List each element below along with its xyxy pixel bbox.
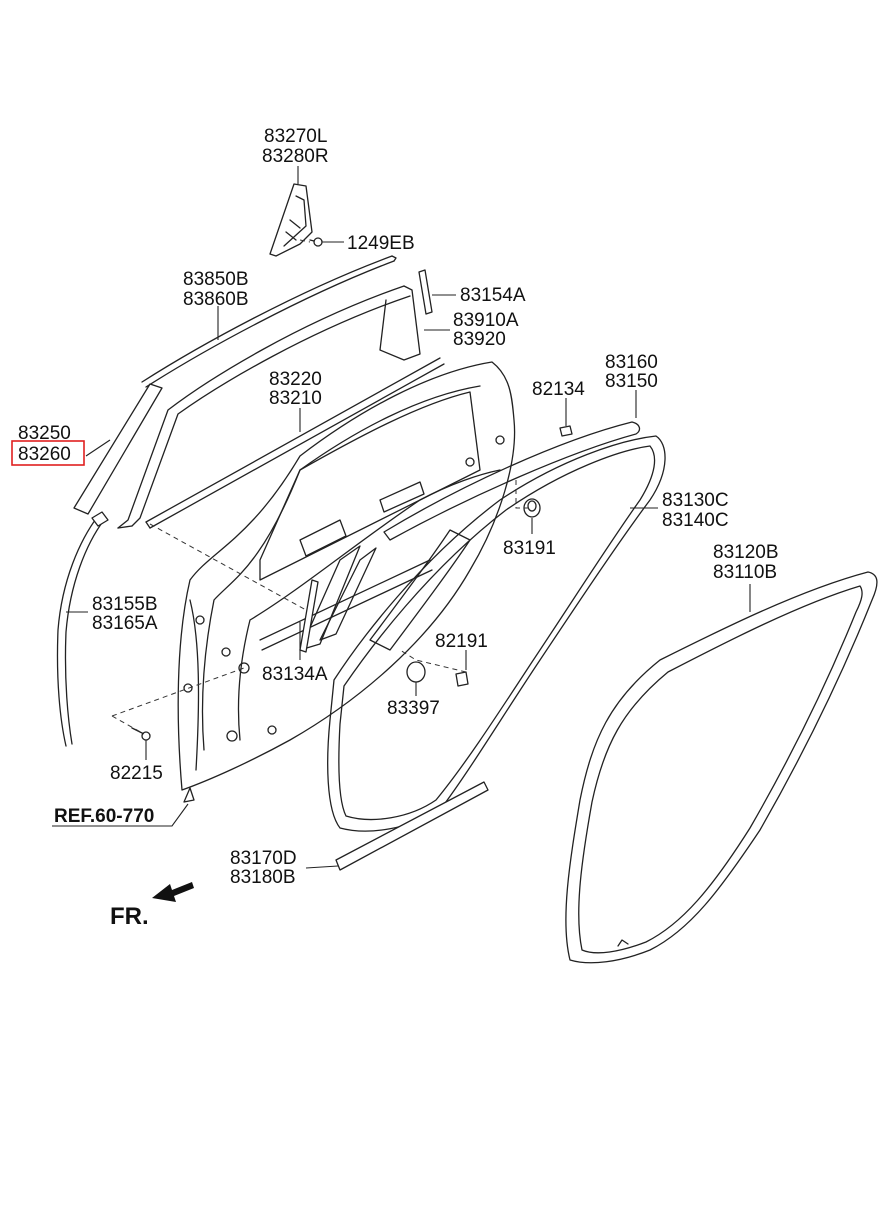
label-83850B[interactable]: 83850B [183,269,249,290]
belt-weatherstrip-part[interactable] [145,357,445,529]
label-83260[interactable]: 83260 [18,444,71,465]
label-83160[interactable]: 83160 [605,352,658,373]
channel-strip-83250-part[interactable] [73,383,163,515]
label-82215[interactable]: 82215 [110,763,163,784]
door-frame-channel-part[interactable] [117,285,421,529]
label-ref-60-770[interactable]: REF.60-770 [54,806,154,827]
label-83150[interactable]: 83150 [605,371,658,392]
label-82134[interactable]: 82134 [532,379,585,400]
sill-strip-part[interactable] [335,781,489,871]
body-weatherstrip-part[interactable] [565,571,878,964]
label-83270L[interactable]: 83270L [264,126,327,147]
label-83154A[interactable]: 83154A [460,285,526,306]
label-83110B[interactable]: 83110B [713,562,777,583]
door-panel-part[interactable] [177,361,516,791]
label-83165A[interactable]: 83165A [92,613,158,634]
clip-82134-part[interactable] [559,425,573,437]
label-83170D[interactable]: 83170D [230,848,297,869]
label-83920[interactable]: 83920 [453,329,506,350]
front-seal-part[interactable] [56,511,109,747]
label-83140C[interactable]: 83140C [662,510,729,531]
label-83210[interactable]: 83210 [269,388,322,409]
label-83130C[interactable]: 83130C [662,490,729,511]
label-83397[interactable]: 83397 [387,698,440,719]
door-weatherstrip-part[interactable] [327,435,666,832]
label-82191[interactable]: 82191 [435,631,488,652]
assembly-guide-lines [111,239,532,735]
label-83180B[interactable]: 83180B [230,867,296,888]
part-labels: 83270L 83280R 1249EB 83850B 83860B 83154… [11,126,779,930]
leader-lines [52,166,751,869]
label-83220[interactable]: 83220 [269,369,322,390]
screw-82215-part[interactable] [131,727,151,741]
glass-channel-83134a-part[interactable] [299,579,319,653]
highlight-box-83260 [11,440,85,466]
pillar-garnish-part[interactable] [269,183,313,257]
plug-83397-part[interactable] [406,661,426,683]
label-83155B[interactable]: 83155B [92,594,158,615]
roof-moulding-part[interactable] [141,255,397,388]
label-83120B[interactable]: 83120B [713,542,779,563]
front-direction-arrow-icon [152,882,194,902]
label-83280R[interactable]: 83280R [262,146,329,167]
label-1249EB[interactable]: 1249EB [347,233,415,254]
label-83191[interactable]: 83191 [503,538,556,559]
label-83910A[interactable]: 83910A [453,310,519,331]
clip-82191-part[interactable] [455,671,469,687]
label-83250[interactable]: 83250 [18,423,71,444]
ref-pointer-arrow [183,787,195,803]
screw-1249eb-part[interactable] [309,237,323,247]
label-front-direction: FR. [110,903,149,930]
label-83134A[interactable]: 83134A [262,664,328,685]
outer-strip-83160-part[interactable] [383,421,641,541]
label-83860B[interactable]: 83860B [183,289,249,310]
strip-83154a-part[interactable] [418,269,433,315]
